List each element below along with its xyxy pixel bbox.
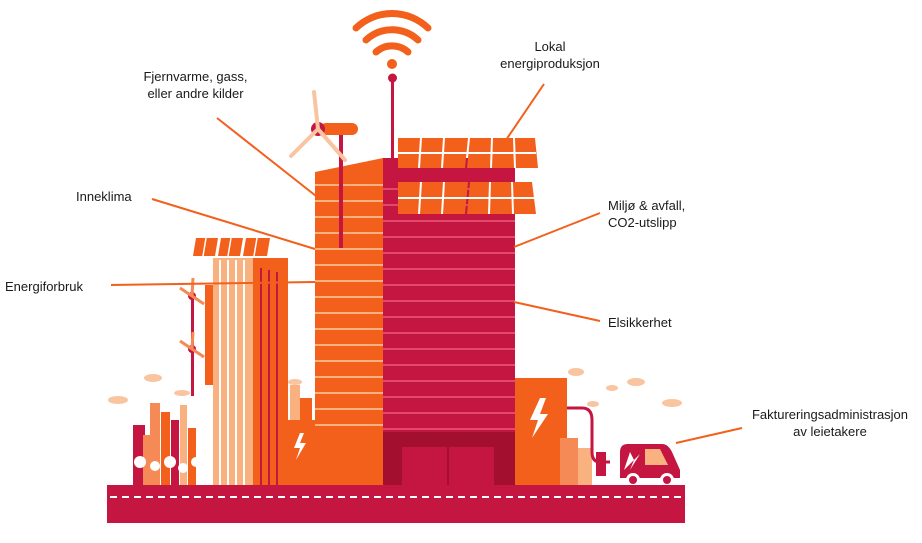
label-indoor-climate: Inneklima — [76, 189, 132, 204]
leader-line-local-production — [505, 83, 545, 141]
label-local-production: Lokal energiproduksjon — [490, 38, 610, 72]
roof-solar-panels — [398, 137, 538, 215]
leader-line-energy-use — [110, 281, 316, 286]
charging-building — [515, 378, 610, 486]
label-billing-line2: av leietakere — [793, 424, 867, 439]
label-billing-line1: Faktureringsadministrasjon — [751, 407, 909, 422]
leader-line-heating — [216, 117, 317, 197]
road — [107, 485, 685, 523]
wind-turbine — [289, 90, 358, 248]
label-heating-line2: eller andre kilder — [147, 86, 244, 101]
label-local-production-line2: energiproduksjon — [500, 56, 600, 71]
wifi-antenna — [352, 10, 432, 160]
label-heating: Fjernvarme, gass, eller andre kilder — [138, 68, 253, 102]
leader-lines — [110, 83, 743, 444]
label-environment-line2: CO2-utslipp — [608, 215, 677, 230]
label-energy-use: Energiforbruk — [5, 279, 84, 294]
leader-line-billing — [675, 427, 743, 444]
label-electrical-safety: Elsikkerhet — [608, 315, 672, 330]
leader-line-electrical-safety — [513, 301, 601, 322]
electric-car — [620, 444, 680, 487]
leader-line-indoor-climate — [151, 198, 316, 250]
small-wind-turbines — [179, 277, 205, 396]
left-building — [193, 237, 316, 486]
label-heating-line1: Fjernvarme, gass, — [143, 69, 248, 84]
leader-line-environment — [513, 212, 601, 248]
left-solar-panels — [193, 238, 270, 256]
label-billing: Faktureringsadministrasjon av leietakere — [743, 406, 917, 440]
clouds — [108, 368, 682, 407]
label-environment: Miljø & avfall, CO2-utslipp — [608, 197, 685, 231]
label-local-production-line1: Lokal — [534, 39, 566, 54]
label-environment-line1: Miljø & avfall, — [608, 198, 686, 213]
